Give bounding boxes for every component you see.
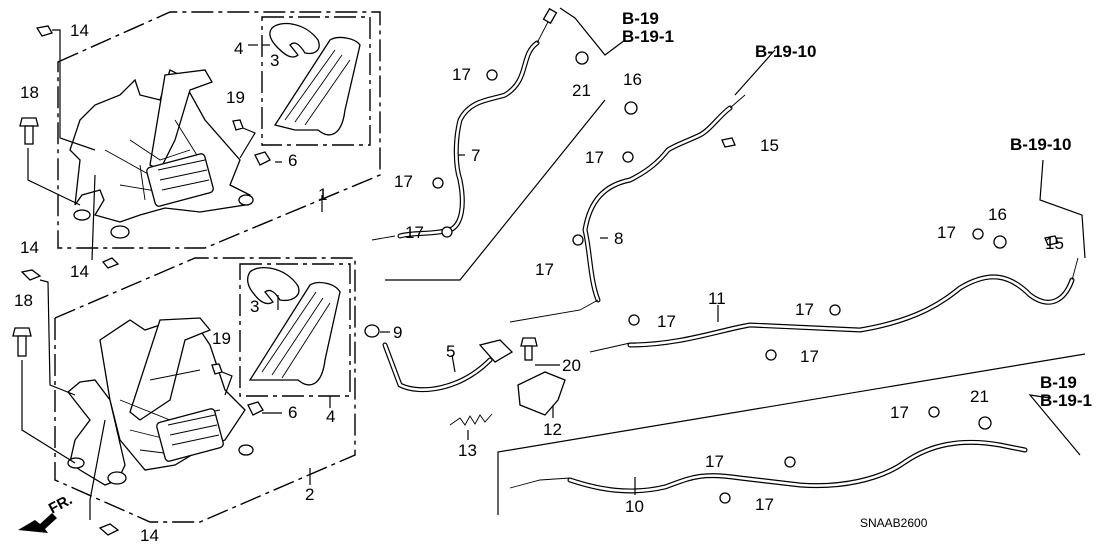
cable-5 xyxy=(364,324,514,393)
callout-14: 14 xyxy=(140,526,159,545)
clip-14-bottom xyxy=(98,523,120,536)
callout-13: 13 xyxy=(458,441,477,460)
bolt-18-lower xyxy=(12,327,32,357)
callout-4: 4 xyxy=(326,407,335,426)
spring-13 xyxy=(449,413,493,426)
callout-7: 7 xyxy=(471,146,480,165)
callout-17: 17 xyxy=(755,495,774,514)
callout-14: 14 xyxy=(20,238,39,257)
section-ref-label[interactable]: B-19-10 xyxy=(755,42,816,61)
callout-15: 15 xyxy=(1045,234,1064,253)
cable-7 xyxy=(371,7,558,241)
callout-17: 17 xyxy=(405,223,424,242)
front-arrow-icon xyxy=(18,513,57,533)
kit-4-lower-box xyxy=(239,263,351,397)
front-indicator-label: FR. xyxy=(46,491,75,517)
callout-20: 20 xyxy=(562,356,581,375)
callout-8: 8 xyxy=(614,229,623,248)
kit-4-upper-box xyxy=(261,16,371,146)
cable-11 xyxy=(589,257,1079,353)
callout-17: 17 xyxy=(535,260,554,279)
callout-11: 11 xyxy=(708,289,726,308)
section-ref-label[interactable]: B-19 xyxy=(622,9,659,28)
cable-10 xyxy=(509,439,1028,494)
callout-17: 17 xyxy=(800,347,819,366)
lever-grip-lower xyxy=(247,266,300,305)
callout-17: 17 xyxy=(705,452,724,471)
bracket-12 xyxy=(517,371,566,416)
clip-14-lower-left xyxy=(20,269,42,281)
callout-18: 18 xyxy=(14,291,33,310)
callout-6: 6 xyxy=(288,151,297,170)
lever-bracket-lower xyxy=(67,317,254,486)
lever-bracket-upper xyxy=(69,69,254,239)
callout-10: 10 xyxy=(625,497,644,516)
callout-17: 17 xyxy=(890,403,909,422)
section-ref-label[interactable]: B-19-10 xyxy=(1010,135,1071,154)
separator-line-1 xyxy=(385,99,606,281)
callout-17: 17 xyxy=(452,65,471,84)
callout-14: 14 xyxy=(70,21,89,40)
callout-17: 17 xyxy=(937,223,956,242)
lever-handle-upper xyxy=(273,36,361,136)
callouts: 1 2 3 3 4 4 5 6 6 7 8 9 10 11 12 13 14 1… xyxy=(14,21,1064,545)
bolt-18-upper xyxy=(19,117,39,145)
callout-17: 17 xyxy=(795,300,814,319)
lever-assembly-upper xyxy=(19,11,381,269)
section-ref-label[interactable]: B-19-1 xyxy=(622,27,674,46)
cable-end-6-lower xyxy=(247,401,264,416)
callout-18: 18 xyxy=(20,83,39,102)
callout-15: 15 xyxy=(760,136,779,155)
callout-17: 17 xyxy=(394,172,413,191)
callout-9: 9 xyxy=(393,323,402,342)
cable-8 xyxy=(509,94,746,323)
separator-line-2 xyxy=(497,353,1086,515)
callout-3: 3 xyxy=(250,297,259,316)
callout-5: 5 xyxy=(446,342,455,361)
callout-6: 6 xyxy=(288,403,297,422)
clip-14-mid xyxy=(101,257,120,269)
section-ref-label[interactable]: B-19-1 xyxy=(1040,391,1092,410)
callout-3: 3 xyxy=(270,51,279,70)
drawing-code: SNAAB2600 xyxy=(860,516,928,530)
assembly-1-boundary xyxy=(57,11,381,249)
callout-14: 14 xyxy=(70,262,89,281)
callout-4: 4 xyxy=(234,39,243,58)
callout-17: 17 xyxy=(585,148,604,167)
section-ref-top-1[interactable]: B-19 B-19-1 xyxy=(622,9,674,46)
callout-12: 12 xyxy=(543,420,562,439)
callout-19: 19 xyxy=(226,88,245,107)
callout-16: 16 xyxy=(623,70,642,89)
clip-14-upper xyxy=(35,25,53,37)
bolt-20 xyxy=(520,337,538,361)
callout-1: 1 xyxy=(318,185,327,204)
callout-2: 2 xyxy=(305,485,314,504)
section-ref-right-1[interactable]: B-19-10 xyxy=(1010,135,1071,154)
lever-grip-upper xyxy=(269,22,320,58)
leader-lines xyxy=(248,44,719,495)
callout-16: 16 xyxy=(988,205,1007,224)
section-ref-label[interactable]: B-19 xyxy=(1040,373,1077,392)
bolt-19-upper xyxy=(232,119,244,131)
callout-19: 19 xyxy=(212,329,231,348)
lever-handle-lower xyxy=(248,281,341,386)
grommet-9 xyxy=(364,324,380,338)
section-ref-top-2[interactable]: B-19-10 xyxy=(755,42,816,61)
callout-17: 17 xyxy=(657,312,676,331)
cable-end-6-upper xyxy=(254,151,271,166)
callout-21: 21 xyxy=(572,81,591,100)
callout-21: 21 xyxy=(970,387,989,406)
section-ref-right-2[interactable]: B-19 B-19-1 xyxy=(1040,373,1092,410)
fasteners xyxy=(432,51,1059,504)
assembly-2-boundary xyxy=(54,257,356,523)
lever-assembly-lower xyxy=(12,257,356,536)
